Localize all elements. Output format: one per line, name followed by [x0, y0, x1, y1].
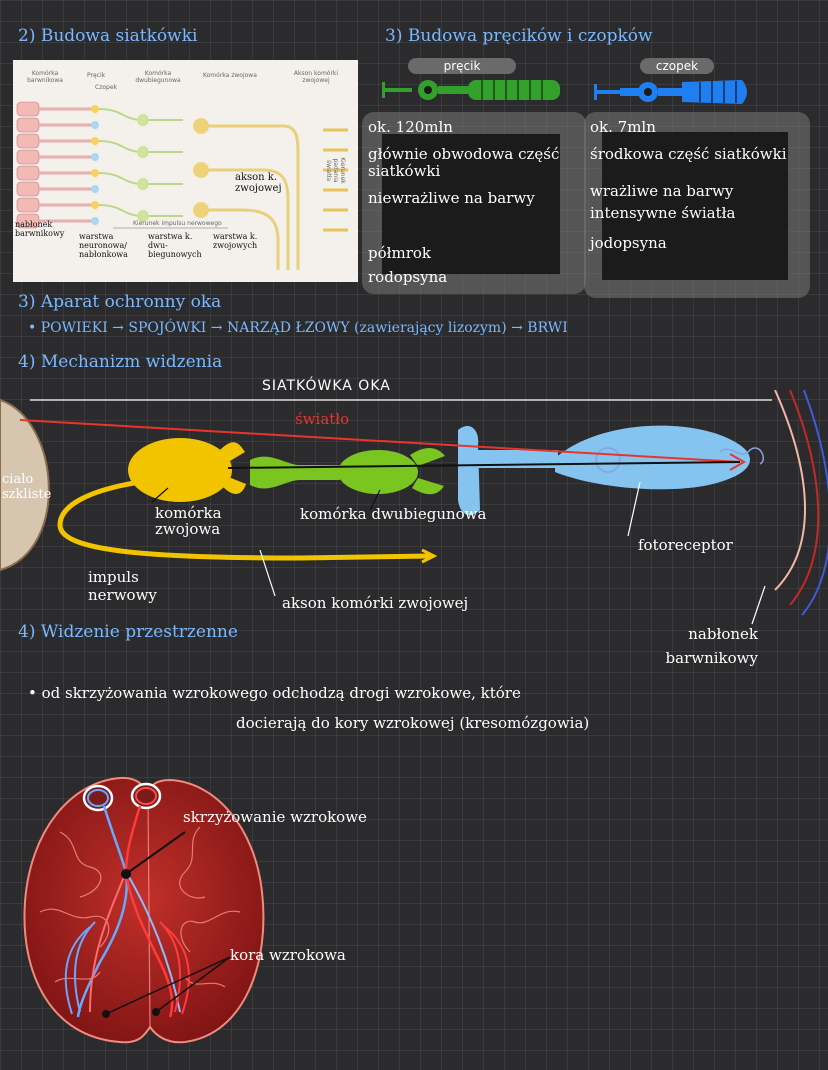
- cone-info-box: [584, 112, 810, 298]
- retina-drawing: [16, 101, 348, 270]
- impulse-label: impuls nerwowy: [88, 568, 157, 604]
- protection-chain: • POWIEKI → SPOJÓWKI → NARZĄD ŁZOWY (zaw…: [28, 320, 568, 336]
- annot-axon: akson k. zwojowej: [235, 172, 282, 194]
- axon-label: akson komórki zwojowej: [282, 594, 469, 612]
- rod-item-colors: niewrażliwe na barwy: [368, 189, 535, 207]
- rod-info-box: [362, 112, 586, 294]
- annot-pigment: nabłonek barwnikowy: [15, 220, 65, 238]
- photoreceptor-label: fotoreceptor: [638, 536, 733, 554]
- rod-cone-illustration: [382, 80, 747, 104]
- fig-label-axon: Akson komórki zwojowej: [293, 70, 339, 84]
- cone-item-count: ok. 7mln: [590, 118, 656, 136]
- rods-cones-heading: 3) Budowa pręcików i czopków: [385, 26, 653, 46]
- rod-label: pręcik: [408, 58, 516, 74]
- cone-item-pigment: jodopsyna: [590, 234, 667, 252]
- vitreous-label: ciało szkliste: [2, 472, 52, 502]
- annot-layer2: warstwa k. dwu- biegunowych: [148, 232, 202, 259]
- rod-item-location: głównie obwodowa część siatkówki: [368, 145, 560, 180]
- cone-icon: [594, 80, 747, 104]
- cone-label: czopek: [640, 58, 714, 74]
- rod-item-light: półmrok: [368, 244, 432, 262]
- bipolar-label: komórka dwubiegunowa: [300, 505, 487, 523]
- ganglion-label: komórka zwojowa: [155, 504, 222, 538]
- rod-item-pigment: rodopsyna: [368, 268, 448, 286]
- fig-label-pigment: Komórka barwnikowa: [27, 70, 63, 84]
- fig-label-rod: Pręcik: [87, 72, 106, 79]
- photoreceptor-cell: [458, 425, 750, 516]
- spatial-text-1: • od skrzyżowania wzrokowego odchodzą dr…: [28, 684, 521, 702]
- rod-icon: [382, 80, 560, 100]
- fig-label-light-dir: Kierunek padania światła: [325, 157, 346, 184]
- spatial-text-2: docierają do kory wzrokowej (kresomózgow…: [236, 714, 590, 732]
- vision-mechanism-diagram: [0, 390, 828, 625]
- fig-label-ganglion: Komórka zwojowa: [203, 72, 257, 79]
- retina-heading: 2) Budowa siatkówki: [18, 26, 198, 46]
- retina-diagram: Komórka barwnikowa Pręcik Czopek Komórka…: [13, 60, 358, 282]
- fig-label-impulse-dir: Kierunek impulsu nerwowego: [133, 220, 222, 227]
- bipolar-cell: [250, 448, 445, 495]
- fig-label-bipolar: Komórka dwubiegunowa: [135, 70, 181, 84]
- spatial-heading: 4) Widzenie przestrzenne: [18, 622, 238, 642]
- fig-label-cone: Czopek: [95, 84, 117, 91]
- light-label: światło: [295, 410, 350, 428]
- cone-item-light: intensywne światła: [590, 204, 736, 222]
- cone-item-location: środkowa część siatkówki: [590, 145, 787, 163]
- pigment-epithelium-label: nabłonek barwnikowy: [665, 625, 758, 667]
- protection-heading: 3) Aparat ochronny oka: [18, 292, 222, 312]
- mechanism-heading: 4) Mechanizm widzenia: [18, 352, 223, 372]
- annot-layer3: warstwa k. zwojowych: [213, 232, 258, 250]
- chiasm-label: skrzyżowanie wzrokowe: [183, 808, 367, 826]
- visual-cortex-label: kora wzrokowa: [230, 946, 346, 964]
- rod-item-count: ok. 120mln: [368, 118, 453, 136]
- brain-illustration: [23, 776, 265, 1044]
- retina-title: SIATKÓWKA OKA: [262, 378, 391, 394]
- cone-item-colors: wrażliwe na barwy: [590, 182, 734, 200]
- ganglion-cell: [128, 438, 246, 502]
- annot-layer1: warstwa neuronowa/ nabłonkowa: [79, 232, 128, 259]
